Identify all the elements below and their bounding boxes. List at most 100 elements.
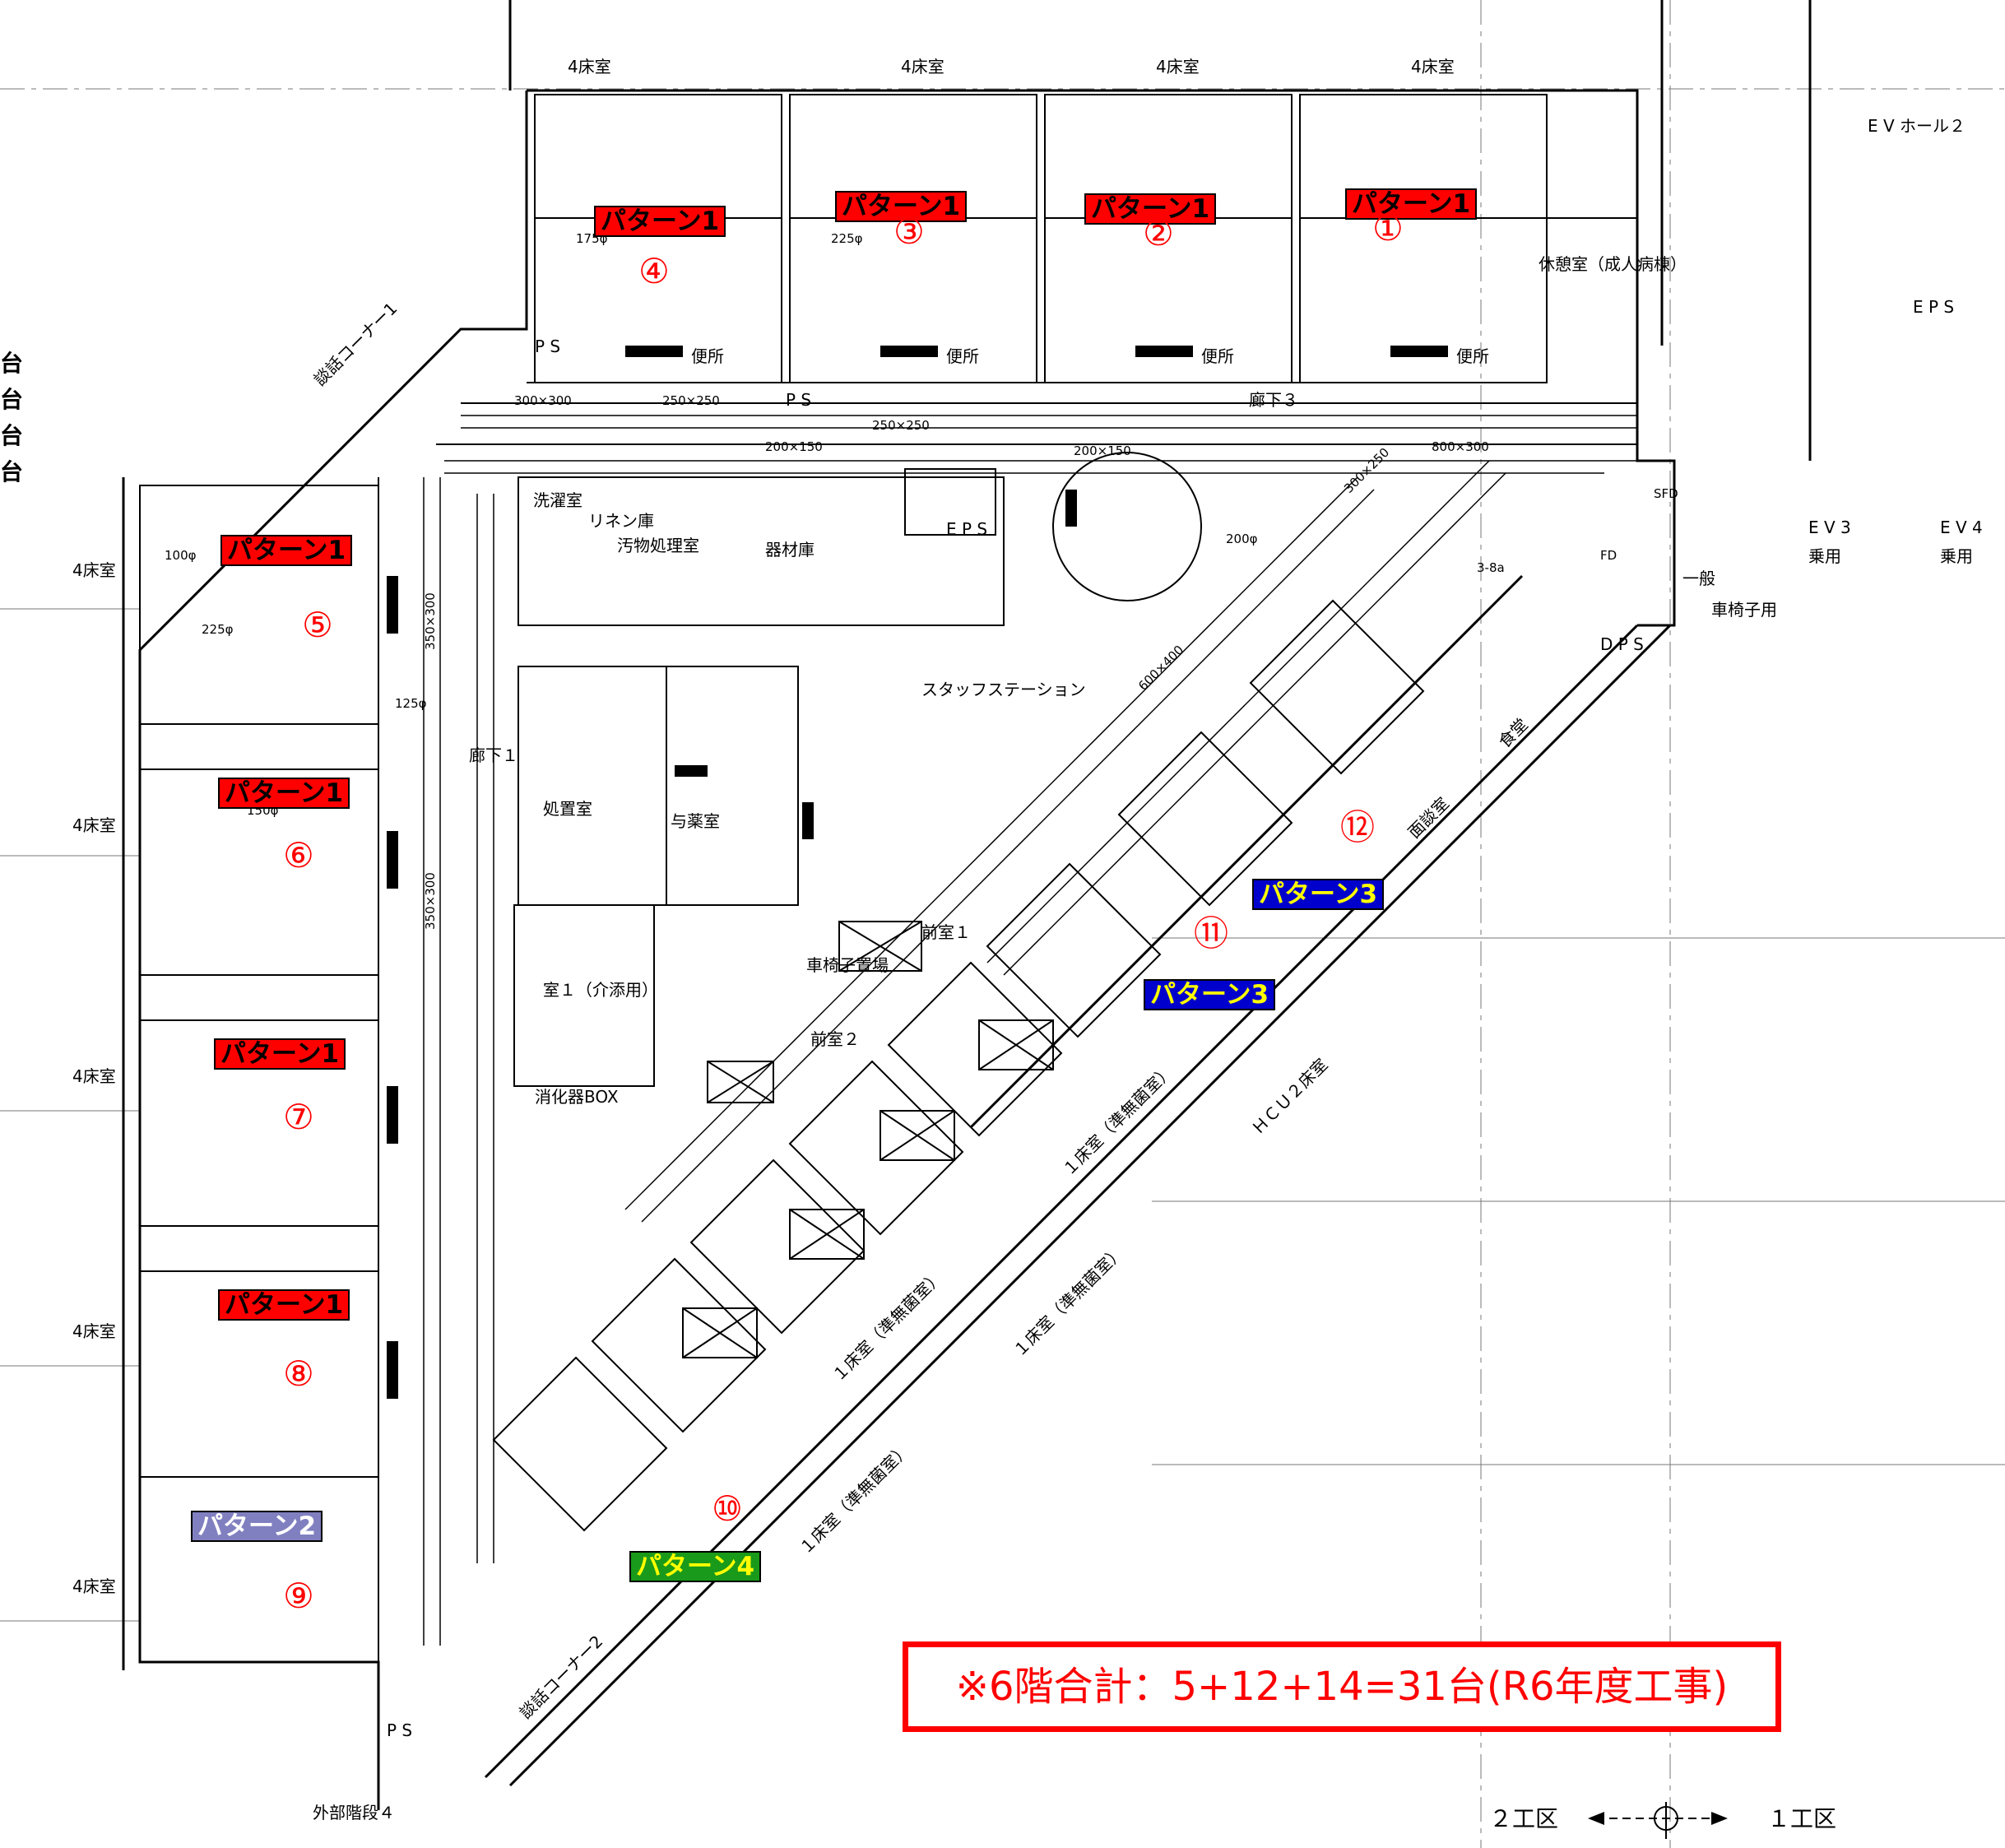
corridor3-label: 廊下３ — [1249, 390, 1298, 410]
pattern1-label-unit1: パターン1 — [1345, 188, 1478, 220]
ducts — [423, 415, 1637, 1646]
unit-number-3: ③ — [893, 211, 925, 252]
dim-8: 350×300 — [423, 872, 438, 930]
pattern1-label-unit5: パターン1 — [220, 535, 353, 566]
zone-right-label: １工区 — [1767, 1805, 1836, 1832]
left-room-9-label: 4床室 — [72, 1576, 116, 1596]
corridor1-label: 廊下１ — [469, 745, 518, 765]
dim-20: SFD — [1654, 486, 1678, 501]
ippan-label: 一般 — [1682, 569, 1715, 588]
equipment-marks — [682, 921, 1054, 1358]
kizai-label: 器材庫 — [765, 540, 815, 560]
left-rooms — [139, 477, 379, 1663]
dim-1: 300×300 — [514, 393, 572, 408]
dim-13: 100φ — [165, 548, 197, 563]
pattern1-label-unit7: パターン1 — [214, 1038, 346, 1070]
shokudo-label: 食堂 — [1495, 714, 1532, 751]
summary-box: ※6階合計：5+12+14=31台(R6年度工事) — [903, 1641, 1781, 1732]
unit-number-6: ⑥ — [283, 835, 314, 875]
diagonal-rooms — [492, 599, 1425, 1532]
dim-18: 3-8a — [1477, 560, 1505, 575]
top-room-4-label: 4床室 — [568, 57, 611, 77]
dim-10: 600×400 — [1135, 643, 1186, 694]
shokaki-label: 消化器BOX — [535, 1087, 619, 1107]
unit-number-11: ⑪ — [1193, 913, 1228, 954]
shochi-label: 処置室 — [543, 799, 592, 819]
pattern3-label-unit11a: パターン3 — [1252, 879, 1385, 910]
ps-top-left-label: P S — [535, 337, 560, 356]
kurumaisu-label: 車椅子用 — [1711, 600, 1777, 620]
dim-4: 200×150 — [765, 439, 823, 454]
unit-number-1: ① — [1372, 208, 1404, 248]
linen-label: リネン庫 — [588, 511, 654, 531]
obutsu-label: 汚物処理室 — [617, 536, 699, 555]
unit-number-10: ⑩ — [712, 1488, 743, 1529]
pattern1-label-unit3: パターン1 — [835, 191, 968, 222]
dim-3: 250×250 — [872, 418, 930, 433]
dim-19: FD — [1600, 548, 1617, 563]
dim-5: 200×150 — [1074, 443, 1131, 458]
one-bed-label-2: １床室（準無菌室） — [1009, 1242, 1128, 1360]
dim-7: 350×300 — [423, 592, 438, 650]
zenshitsu2-label: 前室２ — [810, 1029, 860, 1049]
unit-number-4: ④ — [638, 251, 670, 291]
ps-bottom-label: P S — [387, 1720, 412, 1740]
danwa2-label: 談話コーナー2 — [516, 1632, 607, 1723]
unit-number-2: ② — [1143, 213, 1174, 253]
left-room-7-label: 4床室 — [72, 1066, 116, 1086]
kaigo-label: 室１（介添用） — [543, 980, 658, 1000]
zenshitsu1-label: 前室１ — [921, 922, 971, 942]
zone-legend: ２工区 １工区 — [1489, 1802, 1836, 1839]
pattern3-label-unit11b: パターン3 — [1144, 979, 1276, 1010]
side-char-3: 台 — [0, 422, 24, 449]
ev3-label: E V 3 — [1808, 518, 1851, 537]
toilet-3-label: 便所 — [1201, 346, 1234, 366]
ev4-joyo-label: 乗用 — [1940, 546, 1973, 566]
senzai-label: 洗濯室 — [533, 490, 582, 510]
top-rooms — [436, 94, 1637, 445]
pattern1-label-unit2: パターン1 — [1084, 193, 1217, 225]
dim-12: 225φ — [831, 231, 863, 246]
unit-number-5: ⑤ — [302, 605, 333, 645]
dim-2: 250×250 — [662, 393, 720, 408]
left-room-8-label: 4床室 — [72, 1321, 116, 1341]
pattern4-label-unit10: パターン4 — [629, 1551, 762, 1582]
dim-16: 125φ — [395, 696, 427, 711]
ev3-joyo-label: 乗用 — [1808, 546, 1841, 566]
kyukei-label: 休憩室（成人病棟） — [1539, 254, 1687, 274]
ps-top-label: P S — [786, 390, 811, 410]
unit-number-8: ⑧ — [283, 1353, 314, 1394]
dim-17: 200φ — [1226, 532, 1258, 546]
staff-label: スタッフステーション — [921, 680, 1086, 699]
top-room-3-label: 4床室 — [901, 57, 944, 77]
dim-6: 800×300 — [1432, 439, 1489, 454]
pattern1-label-unit4: パターン1 — [594, 206, 726, 237]
zone-left-label: ２工区 — [1489, 1805, 1558, 1832]
pattern1-label-unit8: パターン1 — [218, 1289, 350, 1321]
toilet-1-label: 便所 — [691, 346, 724, 366]
unit-number-12: ⑫ — [1339, 807, 1375, 847]
inner-rooms — [513, 452, 1202, 1087]
plan-text: 4床室 4床室 4床室 4床室 4床室 4床室 4床室 4床室 4床室 休憩室（… — [72, 57, 1983, 1822]
side-char-1: 台 — [0, 350, 24, 377]
dim-14: 225φ — [202, 622, 234, 637]
top-room-1-label: 4床室 — [1411, 57, 1455, 77]
unit-number-9: ⑨ — [283, 1576, 314, 1616]
one-bed-label-4: １床室（準無菌室） — [796, 1439, 914, 1558]
eps-center-label: E P S — [946, 519, 987, 539]
pattern2-label-unit9: パターン2 — [191, 1511, 323, 1542]
one-bed-label-1: １床室（準無菌室） — [1059, 1061, 1177, 1179]
toilet-2-label: 便所 — [946, 346, 979, 366]
side-char-2: 台 — [0, 386, 24, 413]
side-char-4: 台 — [0, 458, 24, 485]
eps-right-label: E P S — [1913, 297, 1954, 317]
ev4-label: E V 4 — [1940, 518, 1983, 537]
kurumaisu-okiba-label: 車椅子置場 — [806, 955, 889, 975]
yakuzai-label: 与薬室 — [671, 811, 720, 831]
dps-label: D P S — [1600, 634, 1644, 654]
pattern1-label-unit6: パターン1 — [218, 778, 350, 809]
ev-hall-label: E V ホール２ — [1868, 116, 1966, 136]
top-room-2-label: 4床室 — [1156, 57, 1200, 77]
danwa1-label: 談話コーナー1 — [310, 299, 401, 390]
